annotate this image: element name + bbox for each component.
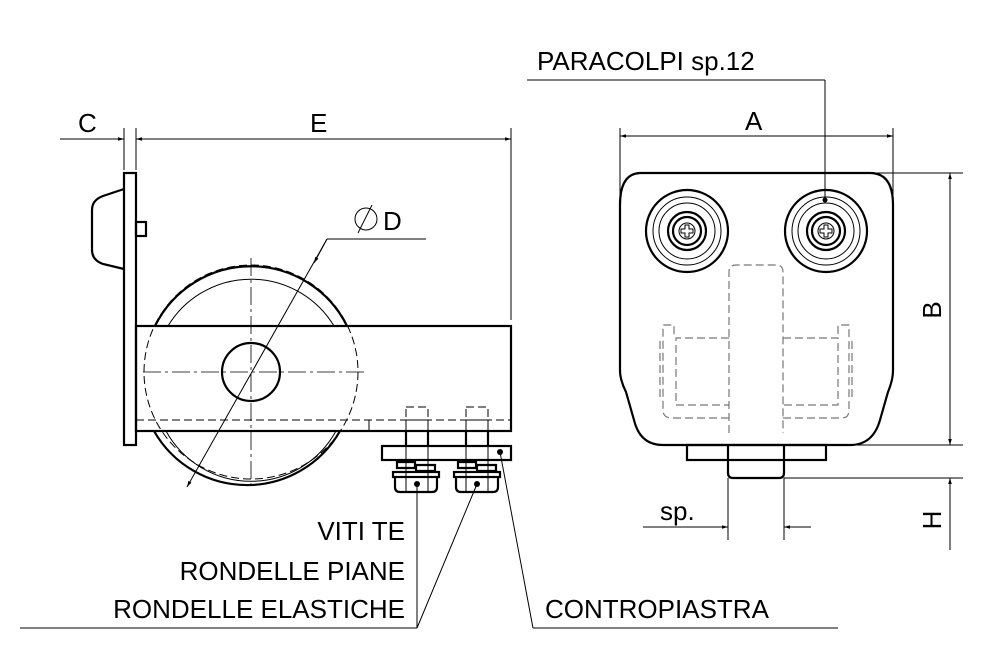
rondelle-elastiche-label: RONDELLE ELASTICHE <box>113 594 405 624</box>
dimension-sp: sp. <box>643 478 811 540</box>
base-flange <box>685 443 828 462</box>
front-view <box>618 171 895 480</box>
bumper-left <box>644 188 730 274</box>
hidden-bracket <box>659 324 853 419</box>
paracolpi-label: PARACOLPI sp.12 <box>537 46 755 76</box>
dim-d-label: D <box>383 206 402 236</box>
mounting-plate <box>122 171 138 447</box>
wheel-inner <box>165 278 337 482</box>
dim-h-label: H <box>917 511 947 530</box>
rondelle-piane-label: RONDELLE PIANE <box>180 556 405 586</box>
bumper-right <box>783 188 869 274</box>
dim-b-label: B <box>917 301 947 318</box>
phillips-screw-icon <box>819 224 833 238</box>
dimension-d: D <box>186 204 426 488</box>
bolt-1 <box>391 406 441 494</box>
wheel-hub <box>220 341 282 403</box>
dim-c-label: C <box>78 108 97 138</box>
dimension-a: A <box>619 106 894 200</box>
dim-e-label: E <box>310 108 327 138</box>
dim-sp-label: sp. <box>660 496 695 526</box>
stud <box>726 445 786 480</box>
diameter-icon <box>354 207 378 231</box>
phillips-screw-icon <box>680 224 694 238</box>
callout-contropiastra: CONTROPIASTRA <box>499 451 838 629</box>
bumper <box>90 187 125 271</box>
bolt-2 <box>452 406 502 494</box>
viti-label: VITI TE <box>317 516 405 546</box>
counter-plate <box>380 444 513 462</box>
dim-a-label: A <box>745 106 763 136</box>
dimension-b-h: B H <box>784 172 963 550</box>
plate-tab <box>134 220 148 238</box>
arm <box>134 324 513 433</box>
contropiastra-label: CONTROPIASTRA <box>545 594 770 624</box>
hidden-slot <box>728 264 784 433</box>
side-view <box>90 171 513 494</box>
dimension-c-e: C E <box>60 108 512 320</box>
body-outline <box>618 171 895 447</box>
wheel-outline <box>153 265 348 487</box>
callout-fasteners: VITI TE RONDELLE PIANE RONDELLE ELASTICH… <box>20 483 478 629</box>
callout-paracolpi: PARACOLPI sp.12 <box>527 46 826 200</box>
